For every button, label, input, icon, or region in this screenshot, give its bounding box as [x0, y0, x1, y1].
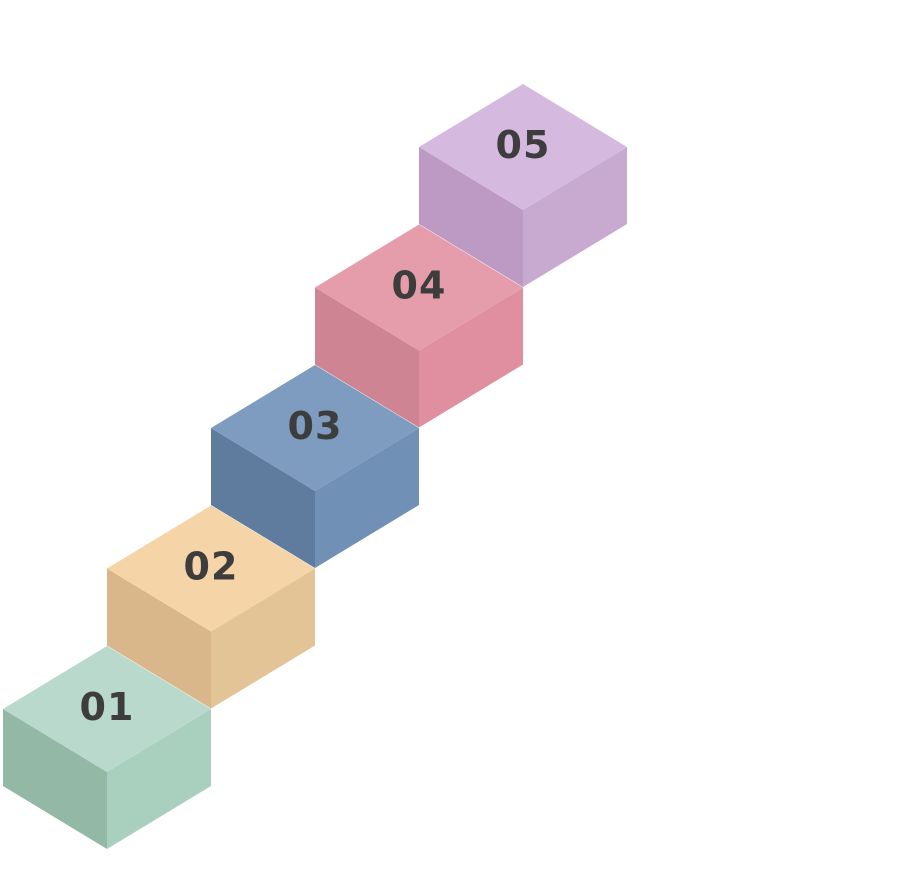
- cube-right-face: [107, 709, 211, 849]
- step-label: 01: [80, 685, 135, 729]
- cube-left-face: [211, 428, 315, 568]
- cube-right-face: [315, 428, 419, 568]
- step-label: 03: [288, 404, 343, 448]
- cube-left-face: [3, 709, 107, 849]
- step-label: 02: [184, 545, 239, 589]
- step-cube-04: 04: [315, 224, 523, 428]
- cube-left-face: [107, 568, 211, 709]
- cube-right-face: [523, 147, 627, 287]
- cube-left-face: [315, 287, 419, 428]
- step-label: 04: [392, 264, 447, 308]
- cube-left-face: [419, 147, 523, 287]
- cube-top-face: [107, 505, 315, 632]
- step-cube-03: 03: [211, 365, 419, 568]
- cube-right-face: [211, 568, 315, 709]
- cube-right-face: [419, 287, 523, 428]
- step-cube-01: 01: [3, 646, 211, 849]
- cube-top-face: [3, 646, 211, 772]
- cube-top-face: [211, 365, 419, 491]
- cube-top-face: [315, 224, 523, 351]
- step-label: 05: [496, 123, 551, 167]
- step-cube-02: 02: [107, 505, 315, 709]
- step-cube-05: 05: [419, 84, 627, 287]
- cube-top-face: [419, 84, 627, 210]
